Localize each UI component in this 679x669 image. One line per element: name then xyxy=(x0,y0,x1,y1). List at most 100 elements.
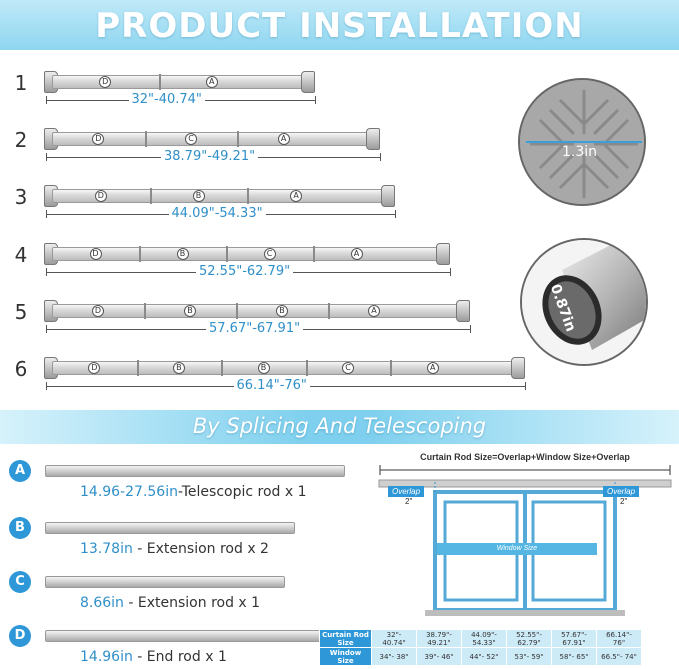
segment-letter: B xyxy=(276,305,288,317)
table-cell: 66.5"- 74" xyxy=(596,647,642,666)
assembled-rod xyxy=(52,304,460,318)
table-cell: 66.14"- 76" xyxy=(596,629,642,648)
assembled-rod xyxy=(52,361,515,375)
rod-end-cap xyxy=(456,300,470,322)
segment-letter: D xyxy=(94,190,107,202)
component-size: 13.78in xyxy=(80,541,133,557)
dimension-label: 44.09"-54.33" xyxy=(168,206,266,221)
dimension-label: 52.55"-62.79" xyxy=(196,264,294,279)
rod-end-cap xyxy=(511,357,525,379)
page-title: PRODUCT INSTALLATION xyxy=(95,6,584,46)
table-cell: 38.79"- 49.21" xyxy=(416,629,462,648)
component-size: 14.96-27.56in xyxy=(80,484,178,500)
component-rod xyxy=(45,465,345,477)
window-size-label: Window Size xyxy=(437,543,597,555)
segment-joint xyxy=(136,360,139,376)
dimension-tick xyxy=(46,96,47,104)
segment-letter: A xyxy=(368,305,380,317)
segment-joint xyxy=(237,131,240,147)
step-number: 4 xyxy=(14,243,28,267)
segment-joint xyxy=(390,360,393,376)
segment-letter: D xyxy=(92,133,105,145)
overlap-right-value: 2" xyxy=(620,497,628,506)
segment-letter: A xyxy=(350,248,363,260)
component-size: 14.96in xyxy=(80,649,133,665)
end-cap-pattern xyxy=(520,80,644,204)
rod-end-cap xyxy=(436,243,450,265)
segment-joint xyxy=(144,303,146,319)
step-number: 2 xyxy=(14,128,28,152)
segment-letter: B xyxy=(176,248,189,260)
step-number: 3 xyxy=(14,185,28,209)
dimension-tick xyxy=(46,153,47,161)
step-number: 6 xyxy=(14,357,28,381)
segment-letter: A xyxy=(205,76,218,88)
dimension-tick xyxy=(395,210,396,218)
component-description: - Extension rod x 1 xyxy=(123,595,261,611)
component-description: - Extension rod x 2 xyxy=(132,541,269,557)
dimension-tick xyxy=(46,268,47,276)
dimension-tick xyxy=(525,382,526,390)
rod-end-cap xyxy=(366,128,380,150)
component-size: 8.66in xyxy=(80,595,124,611)
segment-letter: A xyxy=(277,133,290,145)
segment-letter: D xyxy=(89,248,102,260)
segment-letter: C xyxy=(185,133,197,145)
dimension-tick xyxy=(46,210,47,218)
dimension-label: 66.14"-76" xyxy=(233,378,310,393)
segment-letter: A xyxy=(426,362,439,374)
dimension-tick xyxy=(46,325,47,333)
segment-letter: D xyxy=(88,362,101,374)
segment-joint xyxy=(221,360,224,376)
component-badge: D xyxy=(9,625,31,647)
component-badge: B xyxy=(9,517,31,539)
segment-joint xyxy=(139,246,141,262)
overlap-left-value: 2" xyxy=(405,497,413,506)
table-cell: 39"- 46" xyxy=(416,647,462,666)
dimension-tick xyxy=(315,96,316,104)
component-label: 8.66in - Extension rod x 1 xyxy=(80,595,260,611)
component-rod xyxy=(45,576,285,588)
segment-joint xyxy=(247,188,250,204)
segment-letter: B xyxy=(172,362,185,374)
component-description: - End rod x 1 xyxy=(132,649,227,665)
dimension-label: 57.67"-67.91" xyxy=(206,321,304,336)
segment-letter: B xyxy=(257,362,270,374)
table-cell: 44"- 52" xyxy=(461,647,507,666)
table-cell: 44.09"- 54.33" xyxy=(461,629,507,648)
table-cell: 53"- 59" xyxy=(506,647,552,666)
segment-letter: A xyxy=(290,190,303,202)
step-number: 5 xyxy=(14,300,28,324)
segment-joint xyxy=(313,246,315,262)
dimension-label: 38.79"-49.21" xyxy=(161,149,259,164)
rod-end-cap xyxy=(381,185,395,207)
segment-joint xyxy=(149,188,152,204)
assembled-rod xyxy=(52,247,440,261)
table-row: Curtain Rod Size 32"- 40.74" 38.79"- 49.… xyxy=(319,629,642,648)
segment-joint xyxy=(144,131,147,147)
dimension-tick xyxy=(450,268,451,276)
end-cap-detail xyxy=(518,78,646,206)
segment-joint xyxy=(328,303,330,319)
dimension-tick xyxy=(380,153,381,161)
rod-end-detail xyxy=(520,238,648,366)
component-description: -Telescopic rod x 1 xyxy=(177,484,307,500)
dimension-tick xyxy=(470,325,471,333)
segment-joint xyxy=(158,74,161,90)
cap-diameter-label: 1.3in xyxy=(562,144,598,160)
component-badge: C xyxy=(9,571,31,593)
section-banner xyxy=(0,410,679,444)
component-label: 13.78in - Extension rod x 2 xyxy=(80,541,269,557)
overlap-right-label: Overlap xyxy=(603,486,640,497)
section-subtitle: By Splicing And Telescoping xyxy=(192,414,487,438)
rod-end-cap xyxy=(301,71,315,93)
segment-letter: B xyxy=(184,305,196,317)
table-cell: 52.55"- 62.79" xyxy=(506,629,552,648)
segment-joint xyxy=(236,303,238,319)
dimension-tick xyxy=(46,382,47,390)
table-cell: 34"- 38" xyxy=(371,647,417,666)
table-cell: 58"- 65" xyxy=(551,647,597,666)
component-label: 14.96-27.56in-Telescopic rod x 1 xyxy=(80,484,307,500)
step-number: 1 xyxy=(14,71,28,95)
component-rod xyxy=(45,522,295,534)
